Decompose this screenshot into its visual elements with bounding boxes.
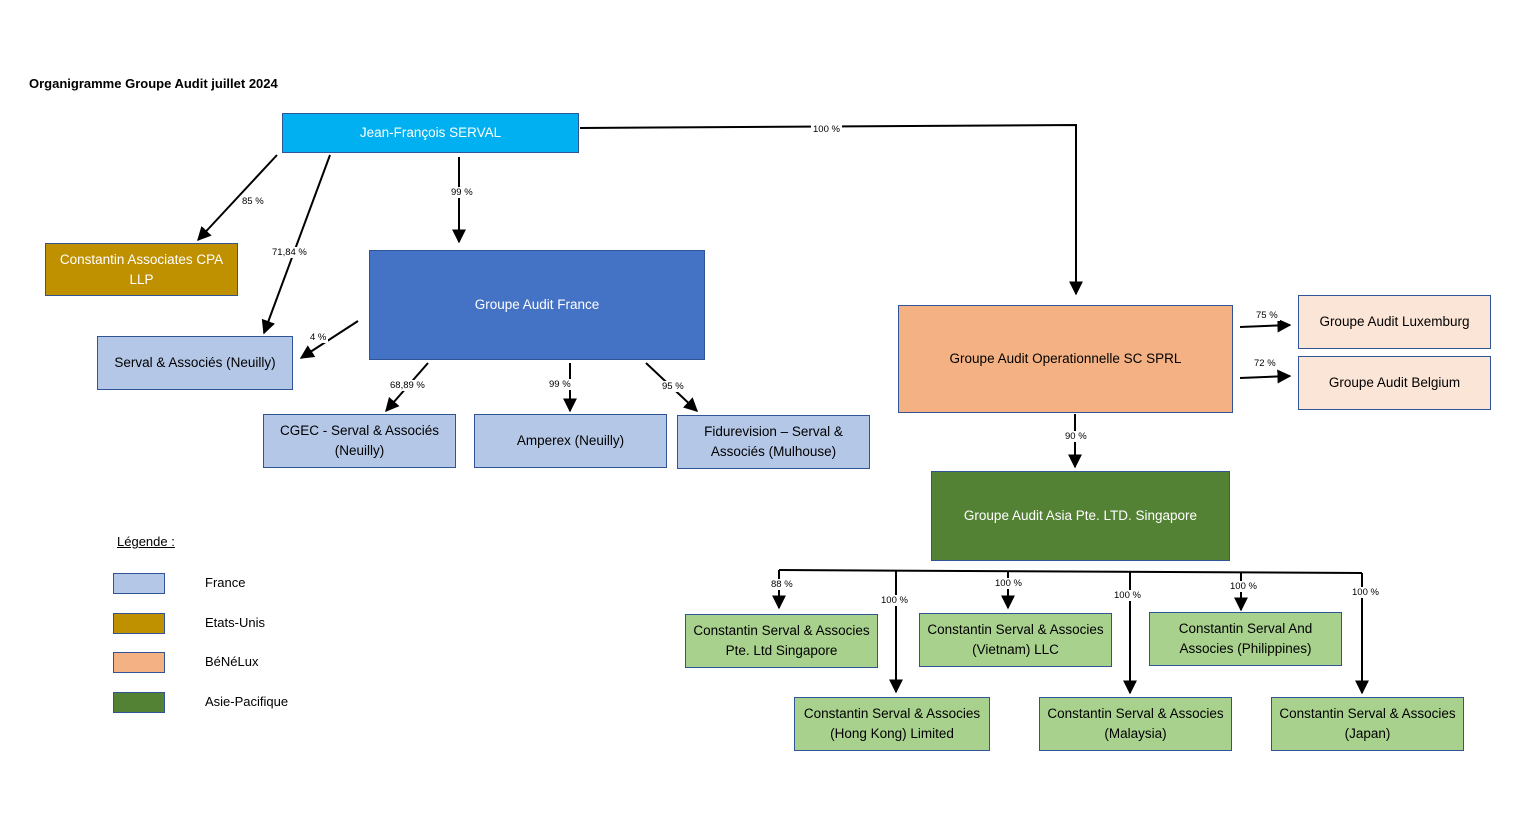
node-constantin-associates-cpa[interactable]: Constantin Associates CPA LLP xyxy=(45,243,238,296)
node-serval-associes-neuilly[interactable]: Serval & Associés (Neuilly) xyxy=(97,336,293,390)
pct-label: 95 % xyxy=(660,381,686,392)
pct-label: 90 % xyxy=(1063,431,1089,442)
pct-label: 99 % xyxy=(449,187,475,198)
legend-swatch xyxy=(113,692,165,713)
legend-swatch xyxy=(113,652,165,673)
node-amperex[interactable]: Amperex (Neuilly) xyxy=(474,414,667,468)
node-groupe-audit-asia[interactable]: Groupe Audit Asia Pte. LTD. Singapore xyxy=(931,471,1230,561)
pct-label: 100 % xyxy=(811,124,842,135)
legend-label: BéNéLux xyxy=(205,654,259,669)
connector-serval-gao xyxy=(579,123,1083,296)
pct-label: 100 % xyxy=(879,595,910,606)
node-constantin-japan[interactable]: Constantin Serval & Associes (Japan) xyxy=(1271,697,1464,751)
pct-label: 100 % xyxy=(1112,590,1143,601)
connector-gao-lux xyxy=(1239,318,1292,333)
legend-label: France xyxy=(205,575,246,590)
legend-label: Etats-Unis xyxy=(205,615,265,630)
node-groupe-audit-belgium[interactable]: Groupe Audit Belgium xyxy=(1298,356,1491,410)
connector-gaf-neuilly xyxy=(299,320,359,359)
connector-asia-bus xyxy=(778,569,1363,574)
legend-title: Légende : xyxy=(117,534,175,549)
pct-label: 100 % xyxy=(1350,587,1381,598)
pct-label: 71,84 % xyxy=(270,247,309,258)
node-constantin-vietnam[interactable]: Constantin Serval & Associes (Vietnam) L… xyxy=(919,613,1112,667)
pct-label: 100 % xyxy=(1228,581,1259,592)
pct-label: 88 % xyxy=(769,579,795,590)
node-groupe-audit-luxemburg[interactable]: Groupe Audit Luxemburg xyxy=(1298,295,1491,349)
pct-label: 100 % xyxy=(993,578,1024,589)
node-constantin-singapore[interactable]: Constantin Serval & Associes Pte. Ltd Si… xyxy=(685,614,878,668)
connector-serval-neuilly xyxy=(261,154,331,335)
pct-label: 75 % xyxy=(1254,310,1280,321)
legend-swatch xyxy=(113,573,165,594)
node-constantin-philippines[interactable]: Constantin Serval And Associes (Philippi… xyxy=(1149,612,1342,666)
pct-label: 72 % xyxy=(1252,358,1278,369)
node-jean-francois-serval[interactable]: Jean-François SERVAL xyxy=(282,113,579,153)
page-title: Organigramme Groupe Audit juillet 2024 xyxy=(29,76,278,91)
legend-label: Asie-Pacifique xyxy=(205,694,289,709)
pct-label: 99 % xyxy=(547,379,573,390)
node-constantin-malaysia[interactable]: Constantin Serval & Associes (Malaysia) xyxy=(1039,697,1232,751)
legend-swatch xyxy=(113,613,165,634)
pct-label: 68,89 % xyxy=(388,380,427,391)
node-groupe-audit-operationnelle[interactable]: Groupe Audit Operationnelle SC SPRL xyxy=(898,305,1233,413)
connector-gao-bel xyxy=(1239,369,1292,384)
pct-label: 85 % xyxy=(240,196,266,207)
node-constantin-hong-kong[interactable]: Constantin Serval & Associes (Hong Kong)… xyxy=(794,697,990,751)
connector-serval-cpa xyxy=(197,154,278,242)
node-cgec[interactable]: CGEC - Serval & Associés (Neuilly) xyxy=(263,414,456,468)
node-groupe-audit-france[interactable]: Groupe Audit France xyxy=(369,250,705,360)
pct-label: 4 % xyxy=(308,332,329,343)
node-fidurevision[interactable]: Fidurevision – Serval & Associés (Mulhou… xyxy=(677,415,870,469)
